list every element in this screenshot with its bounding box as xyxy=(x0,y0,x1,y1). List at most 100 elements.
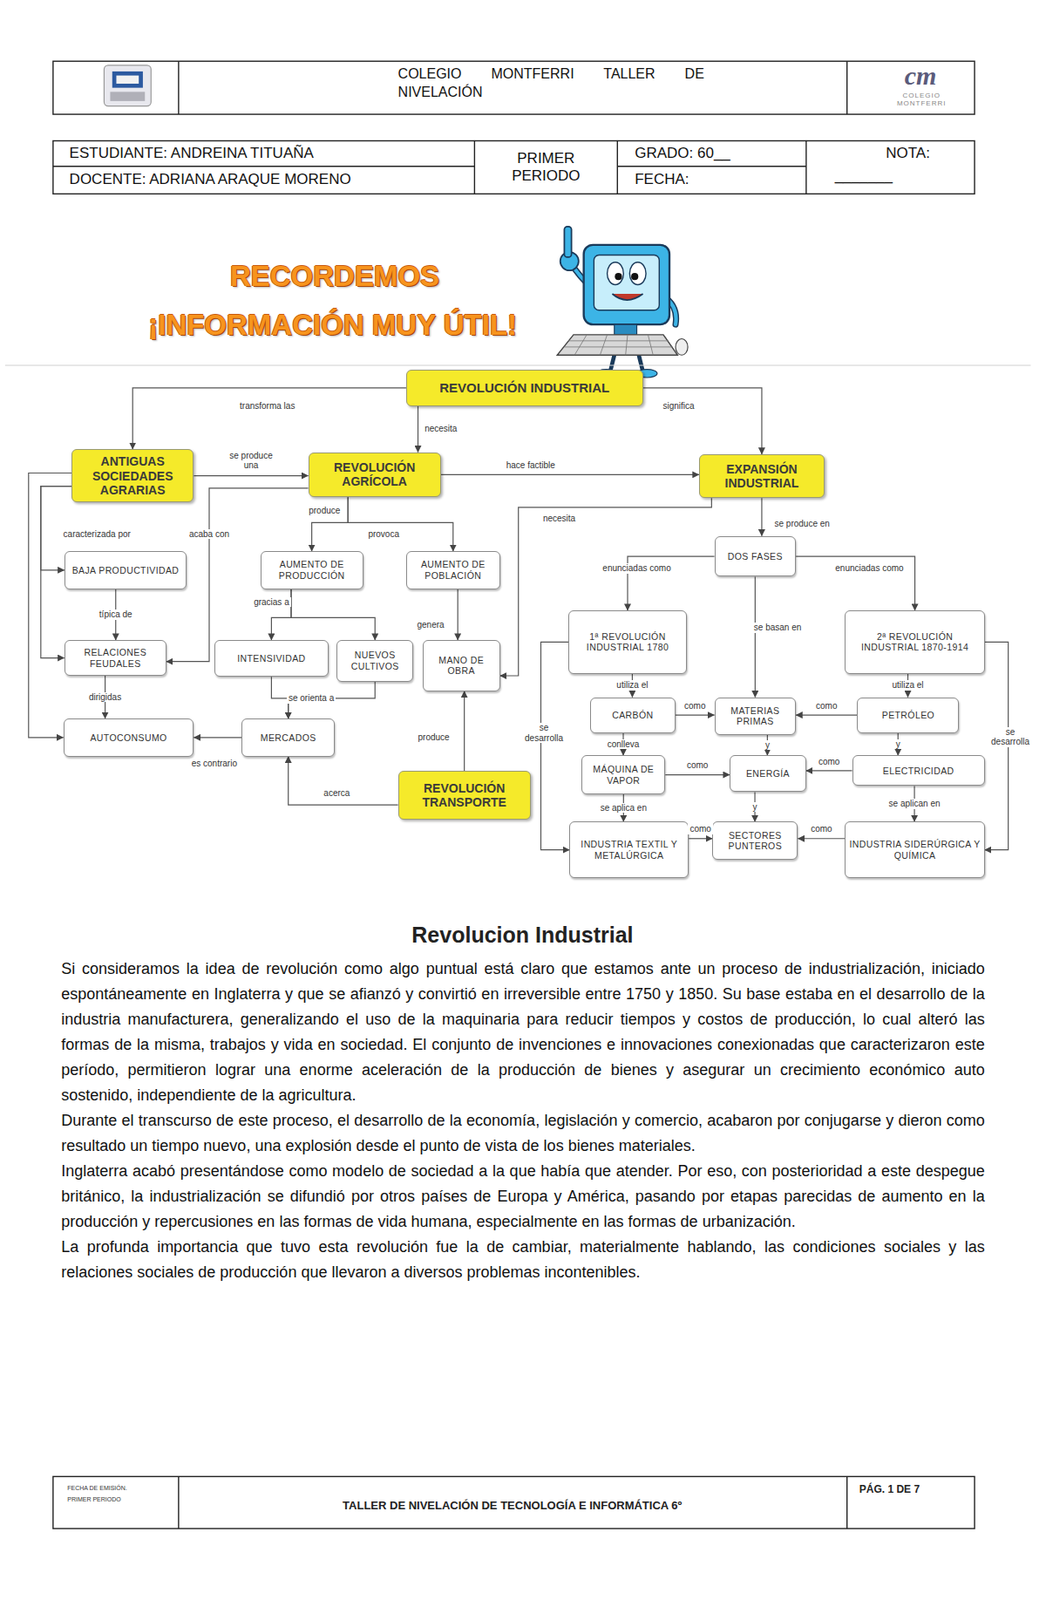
connector-label: se aplica en xyxy=(598,802,649,814)
connector-arrow xyxy=(795,713,857,715)
connector-label: y xyxy=(751,801,760,813)
connector-arrow xyxy=(540,641,570,850)
computer-mascot xyxy=(563,226,571,258)
connector-arrow xyxy=(288,756,399,806)
connector-label: como xyxy=(687,823,713,835)
footer-table xyxy=(846,1475,848,1529)
key-concept-box: EXPANSIÓN INDUSTRIAL xyxy=(699,454,825,498)
table-cell: _______ xyxy=(835,167,893,185)
node-text: MERCADOS xyxy=(260,732,317,744)
key-concept-box: ANTIGUAS SOCIEDADES AGRARIAS xyxy=(71,448,194,503)
connector-label: se produce una xyxy=(221,450,281,471)
computer-mascot xyxy=(584,244,670,325)
connector-arrow xyxy=(193,475,308,476)
info-table xyxy=(805,140,807,194)
node-text: CARBÓN xyxy=(611,709,653,721)
connector-label: gracias a xyxy=(251,597,292,608)
node-text: REVOLUCIÓN INDUSTRIAL xyxy=(439,380,610,395)
node-text: REVOLUCIÓN AGRÍCOLA xyxy=(313,460,436,489)
concept-box: BAJA PRODUCTIVIDAD xyxy=(64,550,187,589)
header-table xyxy=(177,61,179,115)
computer-mascot xyxy=(607,262,625,286)
concept-box: AUMENTO DE POBLACIÓN xyxy=(406,550,501,589)
node-text: SECTORES PUNTEROS xyxy=(716,829,794,852)
concept-box: RELACIONES FEUDALES xyxy=(64,639,167,676)
connector-arrow xyxy=(795,556,915,611)
computer-mascot xyxy=(647,334,653,355)
connector-arrow xyxy=(760,497,762,536)
connector-label: como xyxy=(685,760,710,771)
header-table xyxy=(846,61,848,115)
table-cell: FECHA: xyxy=(634,170,689,189)
connector-arrow xyxy=(291,589,375,641)
connector-label: es contrario xyxy=(190,758,239,769)
school-logo xyxy=(115,75,139,84)
connector-label: enunciadas como xyxy=(600,563,673,574)
body-paragraph: La profunda importancia que tuvo esta re… xyxy=(61,1234,985,1285)
node-text: ANTIGUAS SOCIEDADES AGRARIAS xyxy=(76,454,189,496)
computer-mascot xyxy=(593,255,659,311)
connector-label: utiliza el xyxy=(614,679,650,691)
connector-label: como xyxy=(816,756,842,768)
header-table xyxy=(53,61,975,115)
connector-arrow xyxy=(271,676,288,719)
node-text: EXPANSIÓN INDUSTRIAL xyxy=(704,461,820,490)
concept-box: INDUSTRIA SIDERÚRGICA Y QUÍMICA xyxy=(844,821,985,877)
computer-mascot xyxy=(556,226,688,378)
school-logo xyxy=(112,71,143,89)
node-text: MATERIAS PRIMAS xyxy=(719,705,793,727)
concept-box: AUTOCONSUMO xyxy=(63,718,195,756)
computer-mascot xyxy=(574,334,587,355)
connector-label: utiliza el xyxy=(889,679,925,691)
computer-mascot xyxy=(556,334,678,355)
concept-box: CARBÓN xyxy=(590,697,676,734)
connector-label: conlleva xyxy=(605,739,642,750)
computer-mascot xyxy=(675,339,688,356)
footer-text: FECHA DE EMISIÓN. xyxy=(67,1484,127,1491)
table-cell: PRIMER PERIODO xyxy=(489,149,603,186)
node-text: AUMENTO DE POBLACIÓN xyxy=(410,558,496,581)
concept-box: ENERGÍA xyxy=(729,754,807,792)
computer-mascot xyxy=(599,334,607,355)
connector-arrow xyxy=(754,576,756,697)
connector-label: genera xyxy=(414,619,446,631)
concept-box: NUEVOS CULTIVOS xyxy=(336,639,414,682)
node-text: MANO DE OBRA xyxy=(427,654,496,677)
connector-arrow xyxy=(675,713,715,715)
connector-arrow xyxy=(500,497,713,676)
connector-label: típica de xyxy=(97,609,135,620)
connector-label: y xyxy=(894,739,903,750)
node-text: RELACIONES FEUDALES xyxy=(68,646,163,669)
connector-label: se aplican en xyxy=(887,798,943,809)
info-table xyxy=(474,140,476,194)
connector-arrow xyxy=(193,736,242,738)
body-paragraph: Si consideramos la idea de revolución co… xyxy=(61,956,985,1108)
footer-table xyxy=(53,1475,975,1529)
connector-label: y xyxy=(763,740,772,751)
concept-box: 1ª REVOLUCIÓN INDUSTRIAL 1780 xyxy=(568,610,687,674)
header-title: COLEGIO MONTFERRI TALLER DE NIVELACIÓN xyxy=(398,64,705,102)
connector-label: produce xyxy=(415,732,451,743)
text-body: Si consideramos la idea de revolución co… xyxy=(61,956,985,1285)
banner-text: RECORDEMOS xyxy=(230,259,440,293)
connector-label: enunciadas como xyxy=(833,563,905,574)
concept-box: AUMENTO DE PRODUCCIÓN xyxy=(260,550,364,589)
computer-mascot xyxy=(611,293,643,300)
node-text: AUTOCONSUMO xyxy=(89,732,167,744)
computer-mascot xyxy=(563,346,673,347)
table-cell: NOTA: xyxy=(885,144,931,163)
connector-label: provoca xyxy=(366,529,401,540)
node-text: BAJA PRODUCTIVIDAD xyxy=(72,564,180,577)
body-paragraph: Durante el transcurso de este proceso, e… xyxy=(61,1107,985,1159)
computer-mascot xyxy=(631,272,639,280)
node-text: ELECTRICIDAD xyxy=(882,765,955,777)
node-text: INTENSIVIDAD xyxy=(237,652,306,665)
connector-arrow xyxy=(347,496,454,551)
connector-label: transforma las xyxy=(237,400,297,412)
connector-label: se produce en xyxy=(772,518,831,530)
computer-mascot xyxy=(625,334,628,355)
concept-box: INDUSTRIA TEXTIL Y METALÚRGICA xyxy=(569,821,689,877)
page-number: PÁG. 1 DE 7 xyxy=(859,1482,920,1495)
info-table xyxy=(53,165,476,167)
